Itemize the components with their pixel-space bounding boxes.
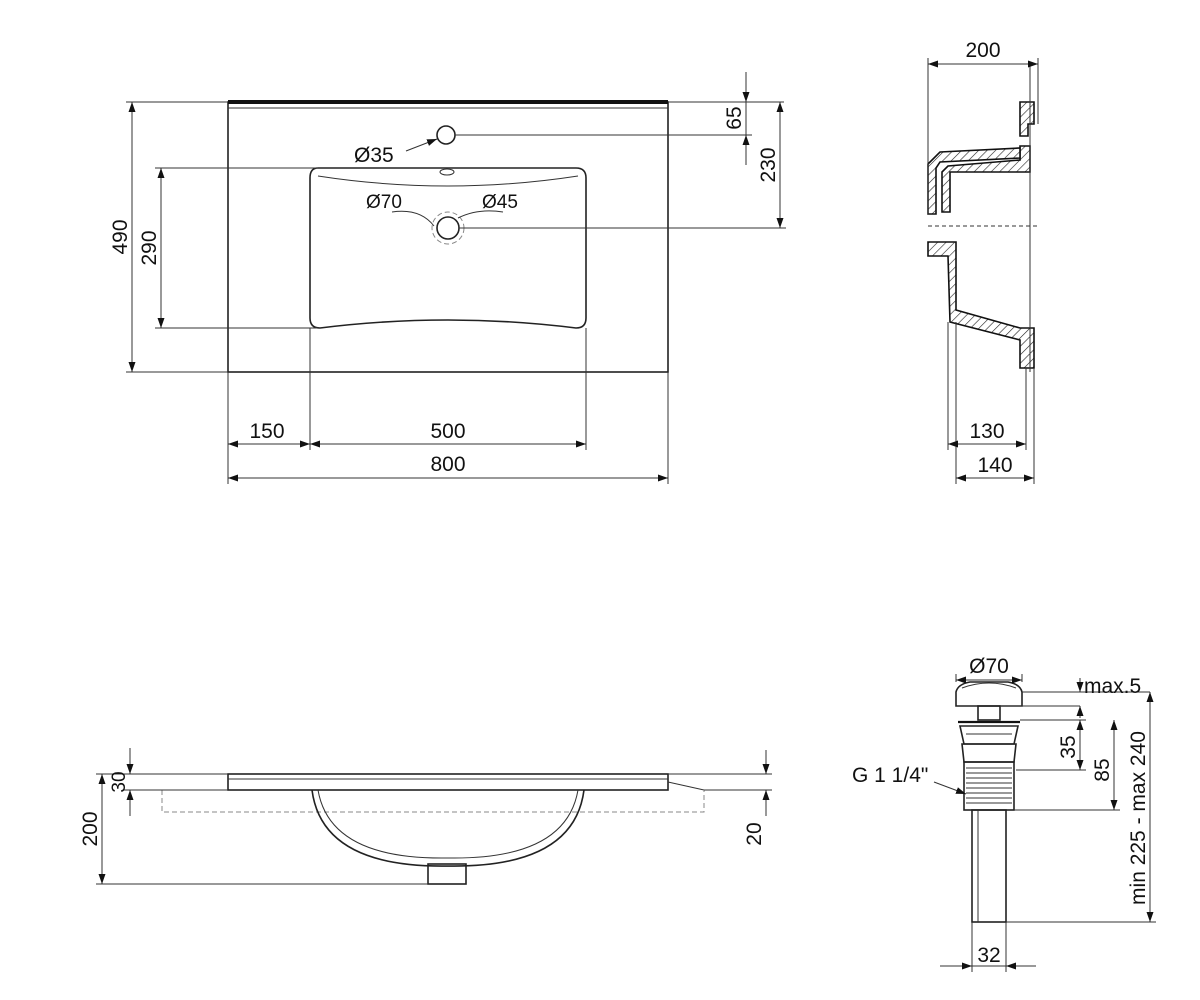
dim-front-height: 200 [79,811,102,846]
dim-left-offset: 150 [249,420,284,443]
sink-outline [227,101,669,373]
dim-drain-total: min 225 - max 240 [1127,731,1150,905]
drain-body [961,743,1017,763]
dim-drain-offset: 230 [757,147,780,182]
dim-width: 800 [430,453,465,476]
dim-basin-depth: 290 [138,230,161,265]
tap-hole [436,125,456,145]
front-underside-dashed [161,790,705,813]
drain-stem [977,705,1001,721]
basin-outline [309,167,587,329]
drain-cap [955,681,1023,707]
basin-slope-line [317,175,579,187]
dim-drain-thread: G 1 1/4" [852,764,928,787]
dim-tap-offset: 65 [723,106,746,129]
dim-tap-hole: Ø35 [354,144,394,167]
front-rim-right-ext [667,781,705,791]
front-drain-stub [427,863,467,885]
dim-depth: 490 [109,219,132,254]
overflow-slot [439,168,455,176]
dim-drain-body: 85 [1091,758,1114,781]
dim-drain-inner: Ø45 [482,192,518,213]
side-basin-wall [927,241,1035,369]
dim-drain-upper: 35 [1057,735,1080,758]
dim-drain-outer: Ø70 [366,192,402,213]
dim-side-top: 200 [965,39,1000,62]
side-section: 200 130 140 [927,39,1040,484]
front-basin-inner [317,789,579,859]
dim-side-bottom-outer: 140 [977,454,1012,477]
front-rim [227,773,669,791]
drain-detail: Ø70 max.5 35 85 min 225 - max 240 32 G 1… [852,655,1156,972]
dim-drain-pipe: 32 [977,944,1000,967]
front-basin [311,789,585,867]
dim-side-bottom-inner: 130 [969,420,1004,443]
front-view: 200 30 20 [79,748,772,885]
dim-drain-cap-gap: max.5 [1084,675,1141,698]
drain-inner-circle [436,216,460,240]
side-back-wall [1019,101,1035,137]
drain-flange [959,725,1019,745]
dim-basin-width: 500 [430,420,465,443]
drain-cap-top [961,682,1017,689]
dim-drain-cap: Ø70 [969,655,1009,678]
top-view: 800 150 500 490 290 65 230 Ø35 [109,72,786,484]
dim-front-lip: 20 [743,822,766,845]
dim-front-rim: 30 [109,771,130,792]
drain-pipe [971,809,1007,923]
